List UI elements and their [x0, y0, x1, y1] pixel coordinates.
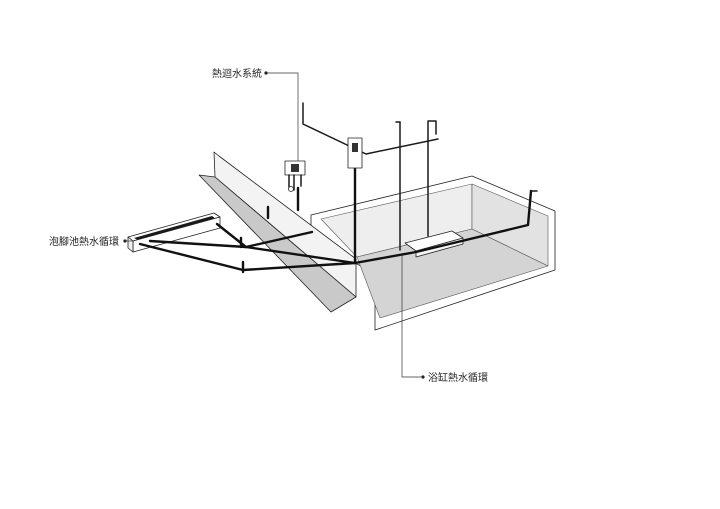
label-foot-bath-circulation: 泡腳池熱水循環: [49, 235, 119, 248]
bathtub-circulation-pipe: [353, 189, 533, 265]
heat-pump-valve: [288, 186, 294, 192]
heat-pump-unit: [284, 160, 306, 192]
label-hot-return-system: 熱迴水系統: [212, 67, 262, 80]
callout-bathtub-circulation: 浴缸熱水循環: [401, 253, 488, 384]
heat-pump-panel: [291, 164, 299, 172]
water-heater: [347, 137, 363, 169]
foot-bath-pool: [127, 212, 221, 253]
callout-foot-bath-circulation: 泡腳池熱水循環: [49, 235, 134, 248]
water-heater-display: [352, 143, 358, 152]
callout-hot-return-system: 熱迴水系統: [212, 67, 299, 161]
foot-bath-grate: [134, 216, 216, 240]
leader-line-hot-return: [266, 72, 299, 161]
upper-manifold-pipe: [302, 102, 439, 155]
water-heater-body: [347, 137, 363, 169]
pipe-network: [138, 102, 538, 274]
bathtub: [310, 175, 556, 331]
supply-hook-2: [427, 120, 437, 135]
foot-trough-wall: [213, 151, 357, 298]
trough-branch-pipe: [244, 230, 314, 249]
label-bathtub-circulation: 浴缸熱水循環: [428, 371, 488, 384]
leader-line-bathtub: [401, 253, 423, 378]
